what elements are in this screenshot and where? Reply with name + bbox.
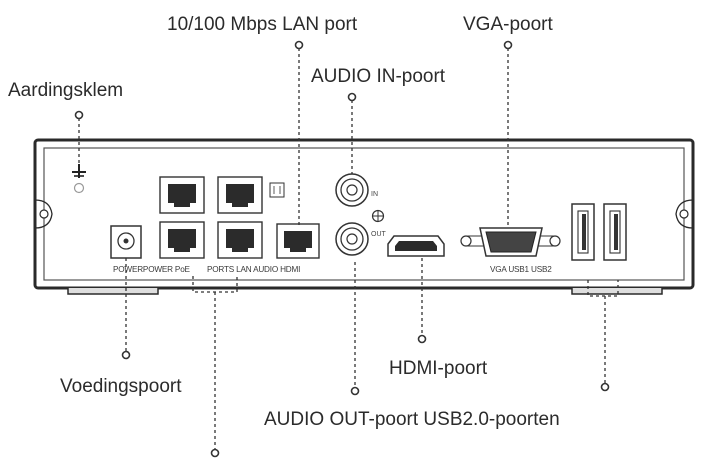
poe-port-group xyxy=(159,176,285,259)
dc-power-icon xyxy=(110,225,142,259)
ethernet-port-icon xyxy=(159,176,205,214)
lan-port xyxy=(276,223,320,259)
ethernet-port-icon xyxy=(159,221,205,259)
leader-end-markers xyxy=(74,40,610,458)
leader-end-icon xyxy=(503,40,513,50)
ground-terminal xyxy=(72,164,86,194)
hdmi-port-icon xyxy=(387,235,445,257)
usb-port-icon xyxy=(603,203,627,261)
leader-end-icon xyxy=(600,382,610,392)
leader-end-icon xyxy=(350,386,360,396)
audio-out-jack xyxy=(335,222,369,256)
leader-lines xyxy=(78,48,619,450)
audio-ground-screw xyxy=(371,209,385,223)
leader-end-icon xyxy=(210,448,220,458)
callout-power-port: Voedingspoort xyxy=(60,376,182,397)
panel-label-left: POWERPOWER PoE xyxy=(113,265,191,274)
panel-label-right: VGA USB1 USB2 xyxy=(490,265,552,274)
screw-left-icon xyxy=(39,209,49,219)
callout-audio-in: AUDIO IN-poort xyxy=(311,66,446,87)
callout-hdmi-port: HDMI-poort xyxy=(389,358,488,379)
ethernet-port-icon xyxy=(217,176,263,214)
ethernet-port-icon xyxy=(217,221,263,259)
callout-vga-port: VGA-poort xyxy=(463,14,553,35)
callout-lan-port: 10/100 Mbps LAN port xyxy=(167,14,358,35)
audio-jack-icon xyxy=(335,173,369,207)
leader-end-icon xyxy=(347,92,357,102)
audio-out-label: OUT xyxy=(371,231,387,238)
audio-in-label: IN xyxy=(371,191,378,198)
leader-end-icon xyxy=(121,350,131,360)
usb-port-icon xyxy=(571,203,595,261)
ethernet-port-icon xyxy=(276,223,320,259)
callout-grounding: Aardingsklem xyxy=(8,80,123,101)
leader-end-icon xyxy=(74,110,84,120)
audio-in-jack xyxy=(335,173,369,207)
vga-port-icon xyxy=(460,227,561,257)
ground-symbol-icon xyxy=(72,164,86,178)
leader-end-icon xyxy=(417,334,427,344)
callout-audio-out-usb: AUDIO OUT-poort USB2.0-poorten xyxy=(264,409,560,430)
audio-jack-icon xyxy=(335,222,369,256)
panel-label-middle: PORTS LAN AUDIO HDMI xyxy=(207,265,300,274)
screw-right-icon xyxy=(679,209,689,219)
leader-usb-bracket xyxy=(587,280,619,297)
leader-end-icon xyxy=(294,40,304,50)
